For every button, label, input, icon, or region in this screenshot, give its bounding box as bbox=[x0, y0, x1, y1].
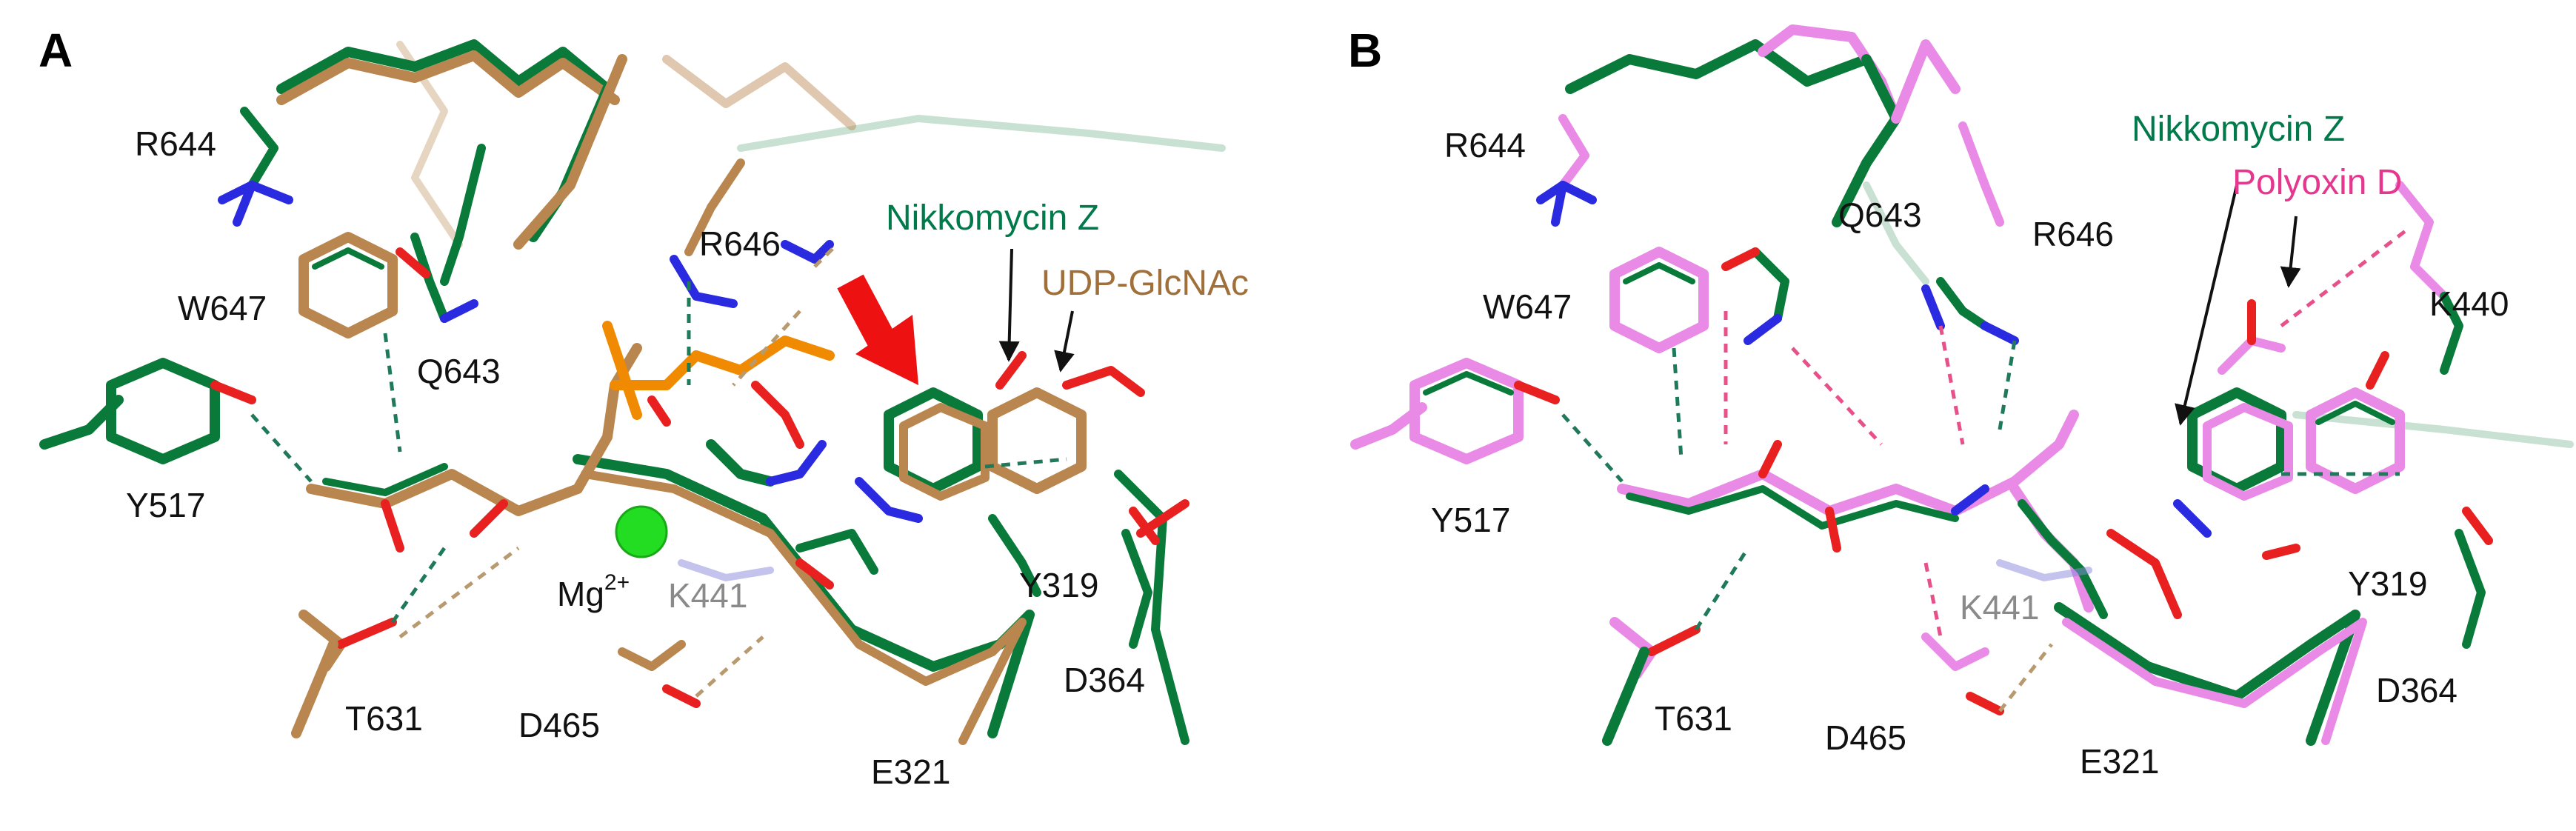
label-d465: D465 bbox=[518, 706, 600, 744]
panel-a-hbonds bbox=[250, 243, 1067, 698]
panel-a: A bbox=[39, 24, 1249, 791]
panel-b-backbone bbox=[1350, 24, 2574, 746]
panel-b-callout-arrows bbox=[2175, 184, 2301, 426]
panel-a-backbone bbox=[39, 39, 1226, 745]
panel-a-callout-arrows bbox=[998, 248, 1075, 373]
label-k441: K441 bbox=[1960, 588, 2039, 627]
panel-b-labels: R644 W647 Q643 R646 K440 Y517 T631 D465 … bbox=[1431, 110, 2509, 781]
label-k441: K441 bbox=[668, 576, 747, 615]
label-r646: R646 bbox=[2032, 215, 2114, 253]
label-r644: R644 bbox=[135, 124, 216, 163]
label-nikkomycin-z: Nikkomycin Z bbox=[2132, 110, 2345, 149]
label-nikkomycin-z: Nikkomycin Z bbox=[886, 198, 1099, 238]
label-t631: T631 bbox=[1655, 699, 1732, 738]
label-y319: Y319 bbox=[1019, 566, 1098, 604]
panel-a-labels: R644 W647 Q643 R646 Y517 T631 D465 K441 … bbox=[126, 124, 1249, 791]
label-w647: W647 bbox=[178, 289, 267, 327]
label-d364: D364 bbox=[1064, 661, 1145, 699]
label-d465: D465 bbox=[1825, 718, 1906, 757]
label-q643: Q643 bbox=[1838, 196, 1922, 234]
panel-a-letter: A bbox=[39, 24, 73, 77]
panel-b-hbonds bbox=[1561, 228, 2409, 712]
panel-b-letter: B bbox=[1348, 24, 1382, 77]
label-r646: R646 bbox=[699, 224, 781, 263]
label-e321: E321 bbox=[2080, 742, 2159, 781]
label-mg: Mg2+ bbox=[557, 570, 630, 613]
label-udp-glcnac: UDP-GlcNAc bbox=[1041, 264, 1249, 303]
label-e321: E321 bbox=[871, 752, 950, 791]
magnesium-ion-icon bbox=[615, 505, 668, 558]
label-q643: Q643 bbox=[417, 352, 501, 390]
label-k440: K440 bbox=[2429, 284, 2509, 323]
label-t631: T631 bbox=[345, 699, 423, 738]
label-w647: W647 bbox=[1483, 287, 1572, 326]
panel-b: B bbox=[1348, 24, 2574, 781]
label-y517: Y517 bbox=[126, 486, 205, 524]
label-polyoxin-d: Polyoxin D bbox=[2232, 163, 2402, 202]
conformational-shift-arrow-icon bbox=[837, 274, 918, 385]
label-d364: D364 bbox=[2376, 671, 2457, 710]
label-r644: R644 bbox=[1444, 126, 1526, 164]
label-y319: Y319 bbox=[2348, 564, 2427, 603]
label-y517: Y517 bbox=[1431, 501, 1510, 539]
